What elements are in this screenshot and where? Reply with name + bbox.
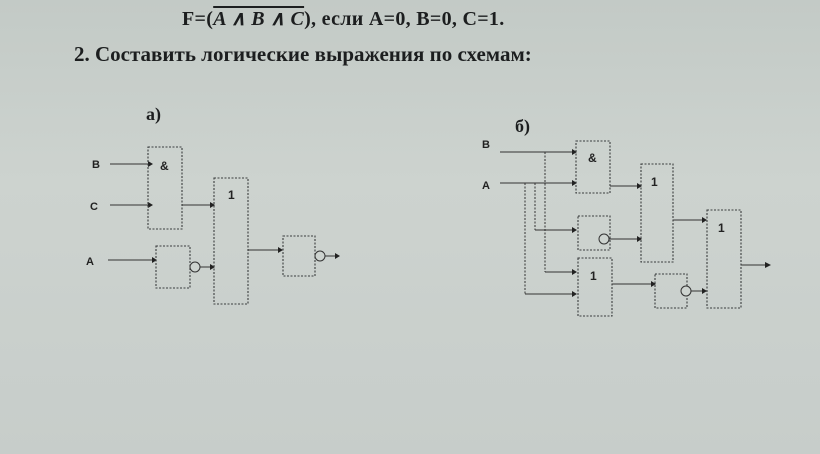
scheme-b-or-label-final: 1: [718, 221, 725, 235]
scheme-a-or-gate: [213, 177, 249, 305]
scheme-b-label: б): [515, 116, 530, 136]
scheme-b: B A & 1 1: [482, 139, 771, 317]
scheme-a-and-label: &: [160, 159, 169, 173]
scheme-b-or-label-1: 1: [651, 175, 658, 189]
formula-negated-expression: A ∧ B ∧ C: [213, 8, 305, 30]
scheme-a-not-bubble: [189, 261, 201, 273]
scheme-a-input-a: A: [86, 256, 94, 268]
scheme-b-input-a: A: [482, 180, 490, 192]
scheme-a-or-label: 1: [228, 188, 235, 202]
scheme-b-and-label: &: [588, 151, 597, 165]
scheme-b-lower-not-bubble: [680, 285, 692, 297]
scheme-b-not-bubble: [598, 233, 610, 245]
scheme-a-output-bubble: [314, 250, 326, 262]
scheme-a-label: а): [146, 104, 161, 124]
scheme-a-output-not-gate: [282, 235, 316, 277]
scheme-a: B C A & 1: [86, 146, 340, 305]
scheme-a-not-gate: [155, 245, 191, 289]
scheme-b-or-label-2: 1: [590, 269, 597, 283]
scheme-b-and-gate: [575, 140, 611, 194]
scheme-a-and-gate: [147, 146, 183, 230]
scheme-b-or-gate-2: [577, 257, 613, 317]
scheme-b-or-gate-1: [640, 163, 674, 263]
formula-suffix: ), если A=0, B=0, C=1.: [304, 8, 505, 30]
scheme-a-input-c: C: [90, 201, 98, 213]
scheme-b-input-b: B: [482, 139, 490, 151]
task2-heading: 2. Составить логические выражения по схе…: [74, 42, 532, 66]
scheme-b-not-gate: [577, 215, 611, 251]
task1-formula: F=(A ∧ B ∧ C), если A=0, B=0, C=1.: [182, 6, 505, 31]
scheme-a-input-b: B: [92, 159, 100, 171]
formula-prefix: F=(: [182, 8, 214, 30]
scheme-b-or-gate-final: [706, 209, 742, 309]
